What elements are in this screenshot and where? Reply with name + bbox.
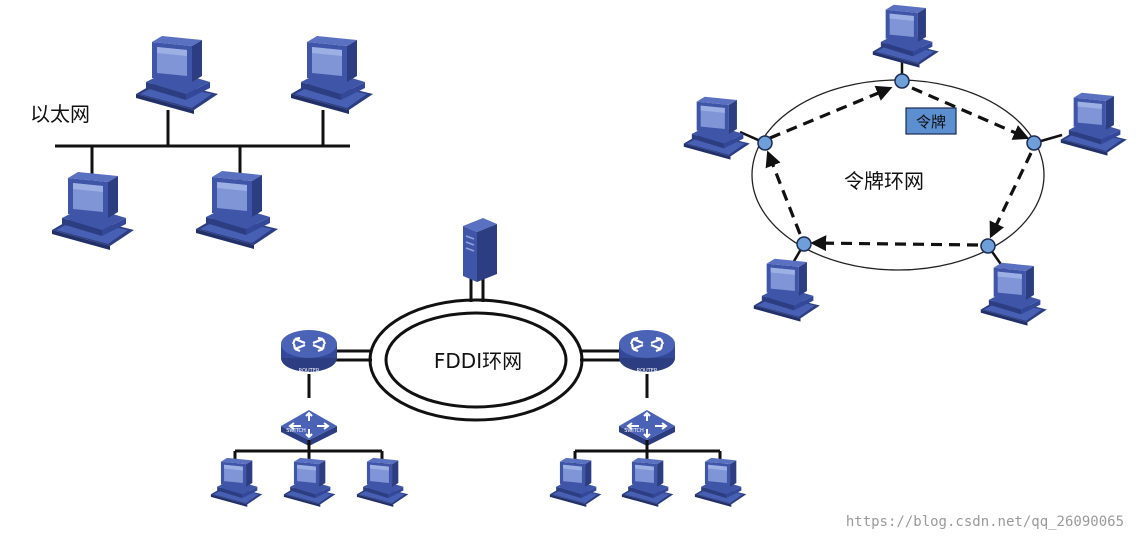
computer-icon (694, 457, 747, 507)
computer-icon (872, 4, 939, 68)
token-ring-label: 令牌环网 (844, 169, 924, 193)
ring-node-dot (894, 73, 910, 89)
router-icon (617, 328, 677, 374)
ring-node-dot (1026, 135, 1042, 151)
ring-node-dot (796, 236, 812, 252)
computer-icon (356, 457, 409, 507)
token-path-arrow (769, 85, 893, 140)
computer-icon (980, 262, 1047, 326)
ring-node-dot (757, 135, 773, 151)
switch-tag: SWITCH (624, 428, 644, 434)
router-tag: ROUTER (637, 368, 658, 374)
router-tag: ROUTER (299, 368, 320, 374)
computer-icon (1060, 92, 1127, 156)
token-box-label: 令牌 (916, 113, 946, 131)
computer-icon (136, 36, 218, 114)
watermark-url: https://blog.csdn.net/qq_26090065 (846, 514, 1124, 530)
router-icon (279, 328, 339, 374)
token-path-arrow (810, 235, 979, 252)
server-icon (462, 217, 498, 283)
computer-icon (753, 258, 820, 322)
token-path-arrow (989, 152, 1033, 239)
ethernet-label: 以太网 (30, 102, 90, 126)
token-path-arrow (765, 150, 802, 235)
computer-icon (210, 457, 263, 507)
fddi-label: FDDI环网 (434, 349, 522, 373)
token-box (905, 107, 957, 135)
token-path-arrow (911, 86, 1030, 140)
ethernet-network: 以太网 (30, 36, 373, 250)
computer-icon (52, 172, 134, 250)
ring-node-dot (980, 238, 996, 254)
token-ring-network: 令牌 令牌环网 (683, 4, 1127, 326)
computer-icon (683, 96, 750, 160)
fddi-network: ROUTER SWITCH ROUTER SWITCH FDDI环网 (210, 217, 747, 507)
computer-icon (196, 171, 278, 249)
computer-icon (291, 36, 373, 114)
computer-icon (549, 457, 602, 507)
fddi-inner-ring (384, 311, 568, 409)
switch-tag: SWITCH (286, 428, 306, 434)
computer-icon (621, 457, 674, 507)
computer-icon (283, 457, 336, 507)
